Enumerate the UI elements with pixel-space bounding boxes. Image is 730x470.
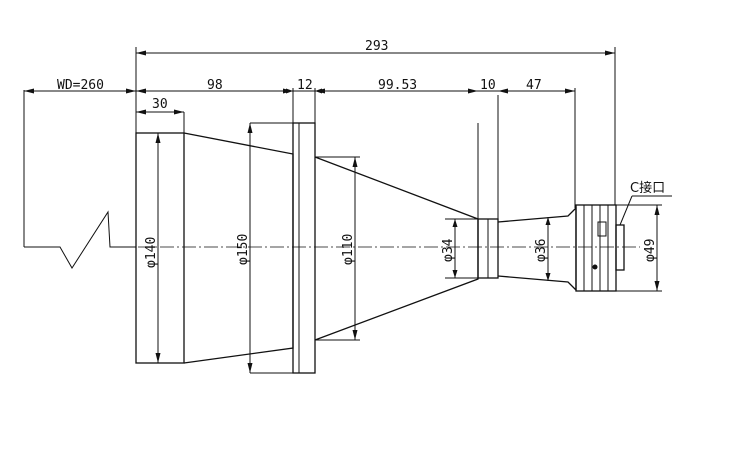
dim-taper-section: 99.53 xyxy=(378,78,417,93)
dia-mount: φ49 xyxy=(643,239,658,262)
dim-front-lip: 30 xyxy=(152,97,168,112)
flange xyxy=(292,122,316,374)
dim-flange: 12 xyxy=(297,78,313,93)
dim-front-section: 98 xyxy=(207,78,223,93)
working-distance-break xyxy=(24,210,136,269)
set-screw xyxy=(592,264,598,270)
dia-taper-start: φ110 xyxy=(341,234,356,265)
dim-rear-section: 47 xyxy=(526,78,542,93)
dia-barrel: φ36 xyxy=(534,239,549,262)
dim-neck: 10 xyxy=(480,78,496,93)
dim-total-length: 293 xyxy=(365,39,388,54)
mount-thread xyxy=(615,224,625,271)
dia-flange: φ150 xyxy=(236,234,251,265)
dia-neck: φ34 xyxy=(441,238,456,262)
dia-front: φ140 xyxy=(144,237,159,268)
mount-ring xyxy=(575,204,617,292)
dim-working-distance: WD=260 xyxy=(57,78,104,93)
mount-label: C接口 xyxy=(630,180,665,196)
front-cylinder xyxy=(135,132,185,364)
